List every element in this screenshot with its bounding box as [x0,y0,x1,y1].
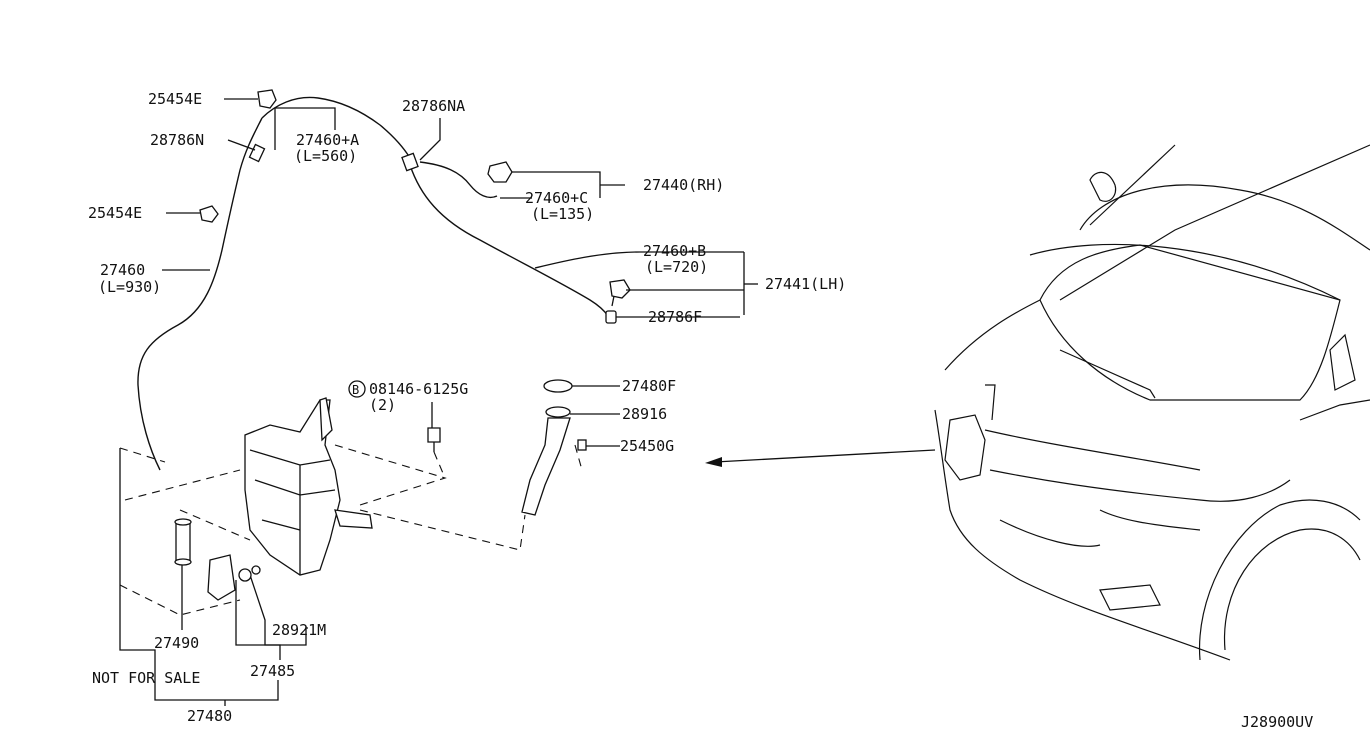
pump-27490[interactable] [174,518,192,566]
part-labels: 25454E 28786N 25454E 27460 (L=930) 27460… [88,90,1313,731]
label-27460-length: (L=930) [98,278,161,296]
filler-neck[interactable] [521,417,571,516]
label-25450g: 25450G [620,437,674,455]
label-27460a-length: (L=560) [294,147,357,165]
label-28786n: 28786N [150,131,204,149]
label-27440-rh: 27440(RH) [643,176,724,194]
bolt-08146-6125g[interactable] [427,427,441,452]
clip-25450g[interactable] [577,439,587,451]
label-27460b-length: (L=720) [645,258,708,276]
label-27480: 27480 [187,707,232,725]
label-28921m: 28921M [272,621,326,639]
label-27460: 27460 [100,261,145,279]
diagram-code: J28900UV [1241,713,1313,731]
nozzle-25454e-mid[interactable] [199,205,219,223]
nozzle-27441-lh[interactable] [609,279,631,307]
label-25454e-top: 25454E [148,90,202,108]
bolt-marker-circle [348,380,366,398]
label-not-for-sale: NOT FOR SALE [92,669,200,687]
label-bolt-code: 08146-6125G [369,380,468,398]
car-front-outline [934,144,1370,661]
label-28786na: 28786NA [402,97,465,115]
hose-27460c[interactable] [419,161,498,199]
label-27460a: 27460+A [296,131,359,149]
label-bolt-marker: B [352,383,359,397]
seal-28916[interactable] [545,406,571,418]
dashed-guides [119,444,583,616]
label-25454e-mid: 25454E [88,204,142,222]
label-27490: 27490 [154,634,199,652]
pump-28921m[interactable] [207,554,261,601]
hose-27460[interactable] [137,117,263,471]
label-27485: 27485 [250,662,295,680]
nozzle-27440-rh[interactable] [487,161,513,183]
joint-28786f[interactable] [605,310,617,324]
leader-lines [119,98,758,706]
label-bolt-qty: (2) [369,396,396,414]
washer-tank-assembly[interactable] [244,397,373,576]
washer-hoses [137,96,609,471]
label-27460c: 27460+C [525,189,588,207]
label-27441-lh: 27441(LH) [765,275,846,293]
connector-28786na[interactable] [401,152,419,172]
label-27480f: 27480F [622,377,676,395]
cap-27480f[interactable] [543,379,573,393]
nozzle-25454e-top[interactable] [257,89,277,109]
label-27460b: 27460+B [643,242,706,260]
location-arrow [705,449,936,467]
label-28916: 28916 [622,405,667,423]
hose-27460a[interactable] [261,96,411,159]
label-28786f: 28786F [648,308,702,326]
hose-27460b[interactable] [409,164,609,317]
label-27460c-length: (L=135) [531,205,594,223]
check-valve-28786n[interactable] [248,143,266,163]
